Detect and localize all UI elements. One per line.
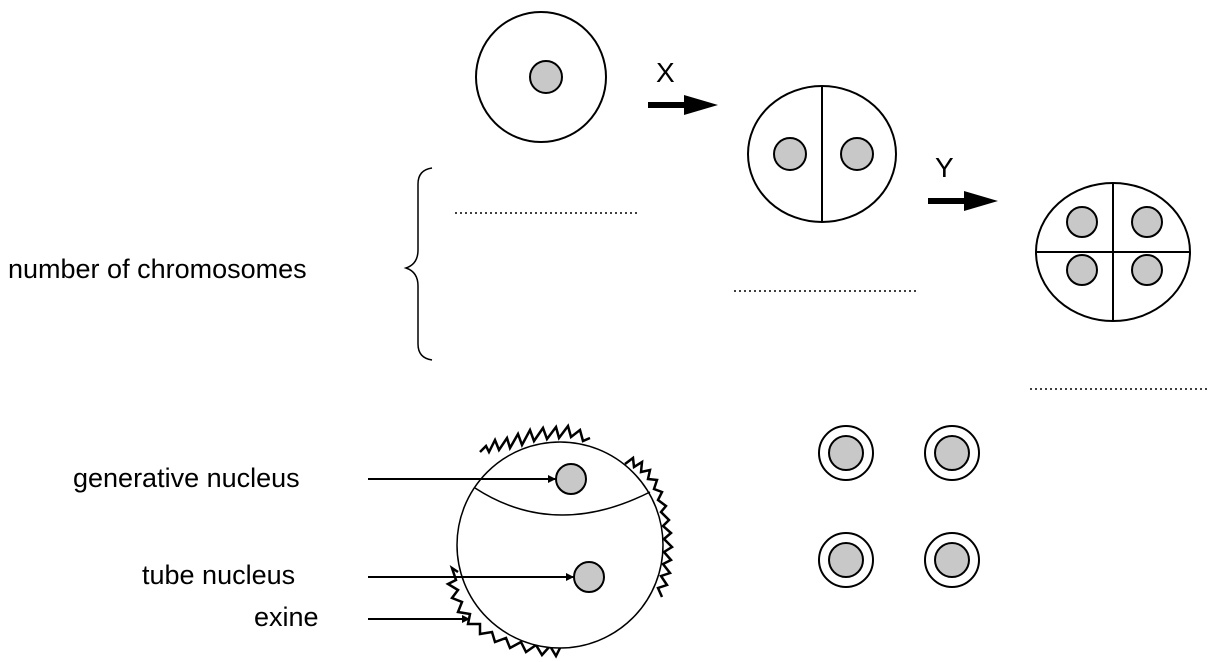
arrow-x-label: X <box>656 57 675 88</box>
microspore <box>924 532 980 588</box>
arrow-y-label: Y <box>935 152 954 183</box>
dyad-cell <box>747 85 897 223</box>
dyad-nucleus <box>840 137 874 171</box>
exine-spikes <box>445 423 674 659</box>
mother-cell-nucleus <box>529 60 563 94</box>
tube-nucleus-label: tube nucleus <box>142 560 295 590</box>
pollen-grain <box>445 423 674 659</box>
microspore <box>818 425 874 481</box>
microspore <box>818 532 874 588</box>
generative-nucleus <box>555 463 587 495</box>
chromosome-number-label: number of chromosomes <box>8 254 307 284</box>
dyad-nucleus <box>773 137 807 171</box>
tetrad-nucleus <box>1066 254 1098 286</box>
arrow-x: X <box>648 57 718 115</box>
tetrad-nucleus <box>1066 206 1098 238</box>
tetrad-cell <box>1035 182 1191 322</box>
tetrad-nucleus <box>1131 254 1163 286</box>
pollen-mother-cell <box>475 11 607 143</box>
generative-nucleus-label: generative nucleus <box>73 463 300 493</box>
tetrad-nucleus <box>1131 206 1163 238</box>
left-brace <box>403 167 433 361</box>
microspore <box>924 425 980 481</box>
tube-nucleus <box>573 561 605 593</box>
generative-cell-boundary <box>474 487 651 516</box>
arrow-y: Y <box>928 152 998 211</box>
microspores <box>818 425 980 588</box>
exine-label: exine <box>254 602 319 632</box>
